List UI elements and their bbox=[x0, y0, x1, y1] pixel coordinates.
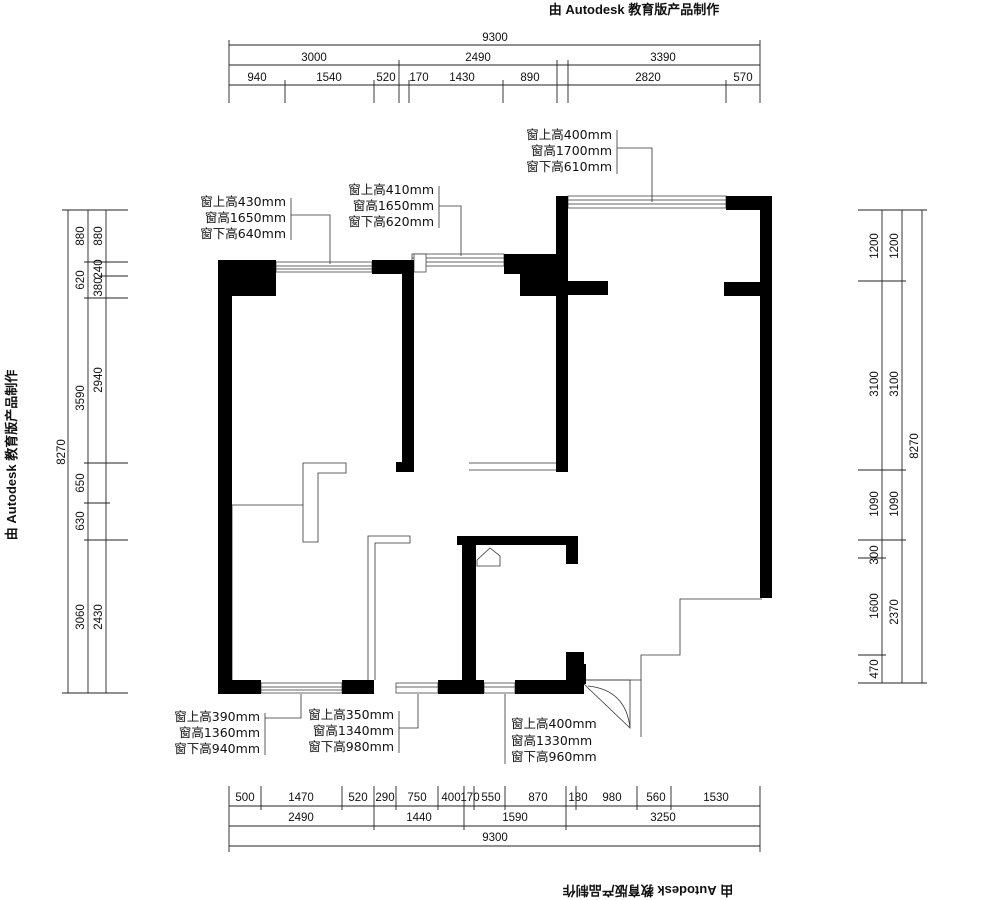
window-note-text: 窗下高620mm bbox=[348, 214, 434, 229]
top-dimensions: 9300 3000 2490 3390 940 1540 520 170 143… bbox=[228, 32, 761, 103]
dim-bottom-sub: 290 bbox=[375, 792, 394, 804]
window-note-1: 窗上高400mm 窗高1700mm 窗下高610mm bbox=[526, 127, 653, 202]
dim-left-outer: 3060 bbox=[75, 604, 87, 630]
dim-left-outer: 3590 bbox=[75, 385, 87, 411]
dim-left-inner: 2940 bbox=[93, 367, 105, 393]
dim-top-seg: 3000 bbox=[301, 52, 327, 64]
window-note-text: 窗高1360mm bbox=[179, 725, 260, 740]
dim-top-sub: 2820 bbox=[635, 72, 661, 84]
dim-bottom-sub: 550 bbox=[481, 792, 500, 804]
window-note-text: 窗上高400mm bbox=[526, 127, 612, 142]
window-note-4: 窗上高390mm 窗高1360mm 窗下高940mm bbox=[174, 694, 302, 756]
dim-bottom-sub: 400 bbox=[441, 792, 460, 804]
dim-bottom-sub: 870 bbox=[528, 792, 547, 804]
dim-right-outer: 3100 bbox=[869, 371, 881, 397]
dim-bottom-seg: 1590 bbox=[502, 812, 528, 824]
window-note-5: 窗上高350mm 窗高1340mm 窗下高980mm bbox=[308, 694, 419, 754]
window-note-text: 窗高1650mm bbox=[205, 210, 286, 225]
dim-right-inner: 1090 bbox=[889, 491, 901, 517]
window-note-text: 窗上高350mm bbox=[308, 707, 394, 722]
dim-top-total: 9300 bbox=[482, 32, 508, 44]
window-note-text: 窗上高410mm bbox=[348, 182, 434, 197]
watermark-left: 由 Autodesk 教育版产品制作 bbox=[4, 370, 19, 540]
dim-right-inner: 1200 bbox=[889, 233, 901, 259]
dim-bottom-sub: 980 bbox=[602, 792, 621, 804]
window-note-2: 窗上高430mm 窗高1650mm 窗下高640mm bbox=[200, 194, 331, 264]
dim-left-inner: 240 bbox=[93, 259, 105, 278]
dim-top-sub: 940 bbox=[247, 72, 266, 84]
dim-left-inner: 880 bbox=[93, 226, 105, 245]
window-note-text: 窗下高610mm bbox=[526, 159, 612, 174]
dim-left-outer: 620 bbox=[75, 270, 87, 289]
dim-bottom-sub: 170 bbox=[460, 792, 479, 804]
walls bbox=[218, 196, 772, 694]
dim-left-total: 8270 bbox=[56, 439, 68, 465]
interior-lines bbox=[231, 462, 762, 737]
dim-bottom-sub: 1470 bbox=[288, 792, 314, 804]
dim-bottom-seg: 2490 bbox=[288, 812, 314, 824]
dim-right-total: 8270 bbox=[909, 433, 921, 459]
dim-top-sub: 170 bbox=[409, 72, 428, 84]
dim-top-sub: 570 bbox=[733, 72, 752, 84]
window-note-text: 窗下高980mm bbox=[308, 739, 394, 754]
dim-top-sub: 520 bbox=[376, 72, 395, 84]
window-note-text: 窗下高960mm bbox=[511, 749, 597, 764]
dim-right-outer: 1200 bbox=[869, 233, 881, 259]
window-note-text: 窗上高390mm bbox=[174, 709, 260, 724]
dim-bottom-seg: 1440 bbox=[406, 812, 432, 824]
bottom-dimensions: 500 1470 520 290 750 400 170 550 870 180… bbox=[228, 786, 761, 852]
dim-top-sub: 1430 bbox=[449, 72, 475, 84]
dim-bottom-sub: 180 bbox=[568, 792, 587, 804]
right-dimensions: 8270 1200 3100 1090 300 1600 470 1200 31… bbox=[858, 209, 927, 684]
dim-bottom-sub: 1530 bbox=[703, 792, 729, 804]
dim-top-sub: 1540 bbox=[316, 72, 342, 84]
window-note-text: 窗下高640mm bbox=[200, 226, 286, 241]
dim-right-outer: 1090 bbox=[869, 491, 881, 517]
dim-bottom-total: 9300 bbox=[482, 832, 508, 844]
left-dimensions: 8270 880 620 3590 650 630 3060 880 240 3… bbox=[56, 209, 128, 694]
window-note-text: 窗下高940mm bbox=[174, 741, 260, 756]
window-note-3: 窗上高410mm 窗高1650mm 窗下高620mm bbox=[348, 182, 462, 256]
window-note-text: 窗高1700mm bbox=[531, 143, 612, 158]
window-note-text: 窗高1650mm bbox=[353, 198, 434, 213]
window-note-text: 窗上高400mm bbox=[511, 716, 597, 731]
window-note-text: 窗高1340mm bbox=[313, 723, 394, 738]
dim-right-inner: 3100 bbox=[889, 371, 901, 397]
dim-top-seg: 3390 bbox=[650, 52, 676, 64]
dim-left-inner: 2430 bbox=[93, 604, 105, 630]
dim-left-outer: 880 bbox=[75, 226, 87, 245]
window-note-text: 窗上高430mm bbox=[200, 194, 286, 209]
dim-right-inner: 2370 bbox=[889, 599, 901, 625]
dim-bottom-sub: 520 bbox=[348, 792, 367, 804]
dim-right-outer: 1600 bbox=[869, 593, 881, 619]
dim-top-sub: 890 bbox=[520, 72, 539, 84]
dim-bottom-sub: 750 bbox=[407, 792, 426, 804]
dim-left-inner: 380 bbox=[93, 277, 105, 296]
dim-top-seg: 2490 bbox=[465, 52, 491, 64]
dim-right-outer: 300 bbox=[869, 545, 881, 564]
dim-left-outer: 630 bbox=[75, 511, 87, 530]
dim-left-outer: 650 bbox=[75, 473, 87, 492]
dim-bottom-seg: 3250 bbox=[650, 812, 676, 824]
dim-bottom-sub: 500 bbox=[235, 792, 254, 804]
watermark-bottom: 由 Autodesk 教育版产品制作 bbox=[563, 883, 733, 898]
dim-right-outer: 470 bbox=[869, 659, 881, 678]
dim-bottom-sub: 560 bbox=[646, 792, 665, 804]
windows bbox=[260, 195, 727, 694]
watermark-top: 由 Autodesk 教育版产品制作 bbox=[549, 2, 719, 17]
window-note-6: 窗上高400mm 窗高1330mm 窗下高960mm bbox=[504, 694, 597, 764]
window-note-text: 窗高1330mm bbox=[511, 733, 592, 748]
